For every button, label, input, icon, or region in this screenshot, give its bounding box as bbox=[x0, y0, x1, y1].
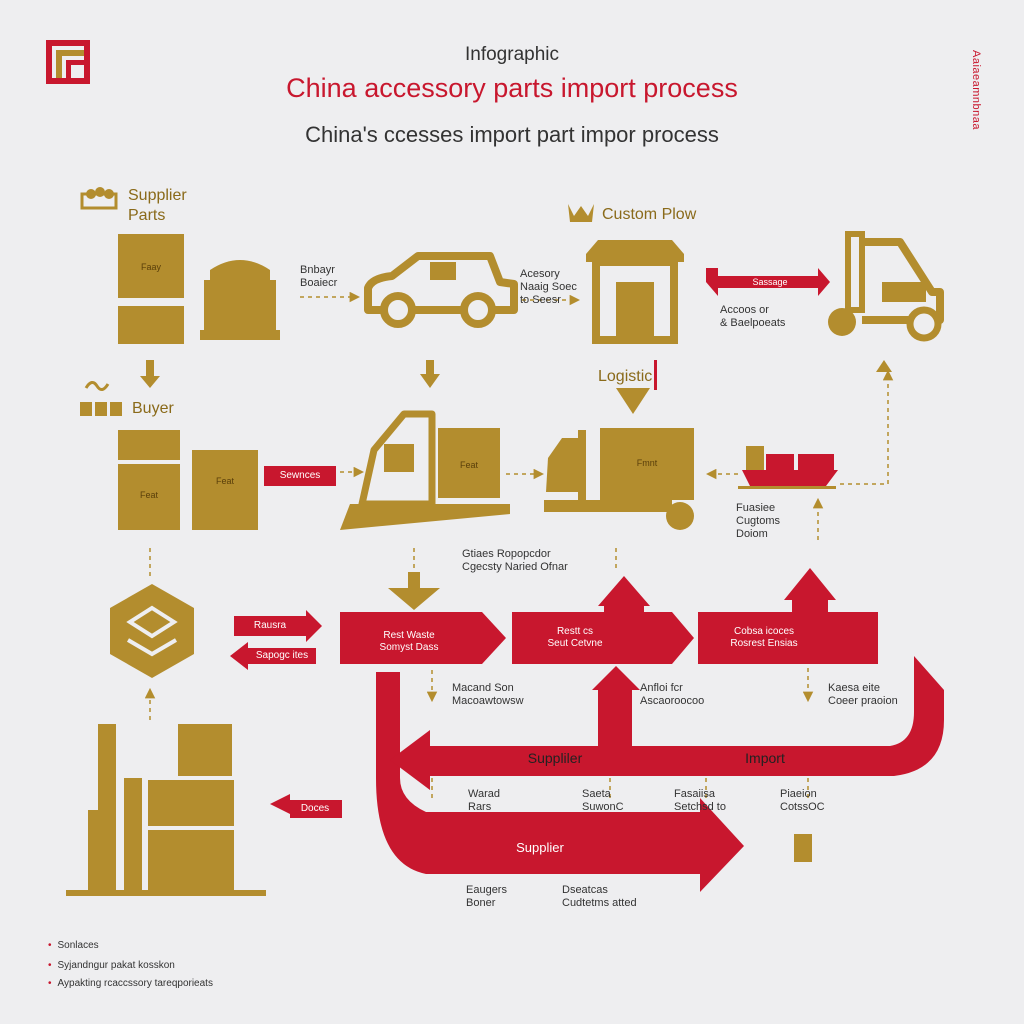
warehouse-icon bbox=[586, 240, 684, 344]
header-kicker: Infographic bbox=[464, 44, 559, 65]
note-anfloi: Anfloi fcr Ascaoroocoo bbox=[640, 682, 705, 707]
logistic-down-arrow bbox=[616, 388, 650, 414]
note-eaugers: Eaugers Boner bbox=[466, 884, 507, 909]
note-gtiaes: Gtiaes Ropopcdor Cgecsty Naried Ofnar bbox=[462, 548, 568, 573]
red-flow-arrows bbox=[230, 268, 944, 892]
trailer-box-label: Fmnt bbox=[636, 458, 658, 468]
custom-flow-icon bbox=[568, 204, 594, 222]
supplier-box-label: Faay bbox=[140, 262, 161, 272]
logistic-marker bbox=[654, 360, 657, 390]
legend-item-1: Sonlaces bbox=[48, 940, 99, 951]
factory-icon bbox=[66, 724, 266, 896]
note-macand: Macand Son Macoawtowsw bbox=[452, 682, 524, 707]
buyer-box-label-2: Feat bbox=[215, 476, 234, 486]
package-hexagon-icon bbox=[110, 584, 194, 678]
flow-label-supplier-mid: Suppliler bbox=[527, 750, 583, 766]
legend-item-3: Aypakting rcaccssory tareqporieats bbox=[48, 978, 213, 989]
buyer-icon bbox=[80, 402, 122, 416]
note-acesory: Acesory Naaig Soec to Seesr bbox=[520, 268, 577, 306]
flow-label-supplier-low: Supplier bbox=[516, 840, 564, 855]
car-icon bbox=[364, 252, 518, 328]
forklift-icon bbox=[828, 231, 944, 342]
page-subtitle: China's ccesses import part impor proces… bbox=[305, 122, 719, 147]
truck-box-label: Feat bbox=[459, 460, 478, 470]
note-warad: Warad Rars bbox=[468, 788, 500, 813]
red-label-sassage: Sassage bbox=[752, 277, 788, 287]
buyer-box-label-1: Feat bbox=[139, 490, 158, 500]
ship-icon bbox=[738, 446, 838, 489]
flow-label-import: Import bbox=[745, 750, 785, 766]
note-saeta: Saeta SuwonC bbox=[582, 788, 624, 813]
red-label-sewnces: Sewnces bbox=[279, 470, 321, 481]
note-piaeion: Piaeion CotssOC bbox=[780, 788, 825, 813]
note-fasaiisa: Fasaiisa Setchsd to bbox=[674, 788, 726, 813]
supplier-icon bbox=[80, 187, 118, 210]
trailer-truck-icon bbox=[544, 428, 694, 530]
page-title: China accessory parts import process bbox=[286, 73, 738, 103]
note-fuasiee: Fuasiee Cugtoms Doiom bbox=[736, 502, 781, 540]
supplier-crate-icon bbox=[200, 260, 280, 340]
section-label-custom-flow: Custom Plow bbox=[602, 206, 697, 223]
section-label-logistic: Logistic bbox=[598, 368, 653, 385]
red-label-docs: Doces bbox=[300, 803, 330, 814]
red-label-cobsa: Cobsa icoces Rosrest Ensias bbox=[730, 626, 798, 649]
section-label-supplier-parts: Supplier Parts bbox=[128, 187, 187, 224]
side-vertical-text: Aaiaeamnbnaa bbox=[970, 50, 982, 131]
red-label-restt: Restt cs Seut Cetvne bbox=[547, 626, 603, 649]
red-label-rausra: Rausra bbox=[253, 620, 287, 631]
legend-item-2: Syjandngur pakat kosskon bbox=[48, 960, 175, 971]
brand-logo-icon bbox=[46, 40, 90, 84]
buyer-wave-icon bbox=[84, 381, 110, 391]
red-label-rest-waste: Rest Waste Somyst Dass bbox=[379, 630, 439, 653]
note-dseatcas: Dseatcas Cudtetms atted bbox=[562, 884, 637, 909]
red-label-sapogc: Sapogc ites bbox=[255, 650, 309, 661]
note-accoos: Accoos or & Baelpoeats bbox=[720, 304, 786, 329]
note-kaesa: Kaesa eite Coeer praoion bbox=[828, 682, 898, 707]
truck-icon bbox=[340, 410, 510, 530]
section-label-buyer: Buyer bbox=[132, 400, 174, 417]
supplier-stack-icon bbox=[118, 234, 184, 344]
note-bnbayr: Bnbayr Boaiecr bbox=[300, 264, 338, 289]
